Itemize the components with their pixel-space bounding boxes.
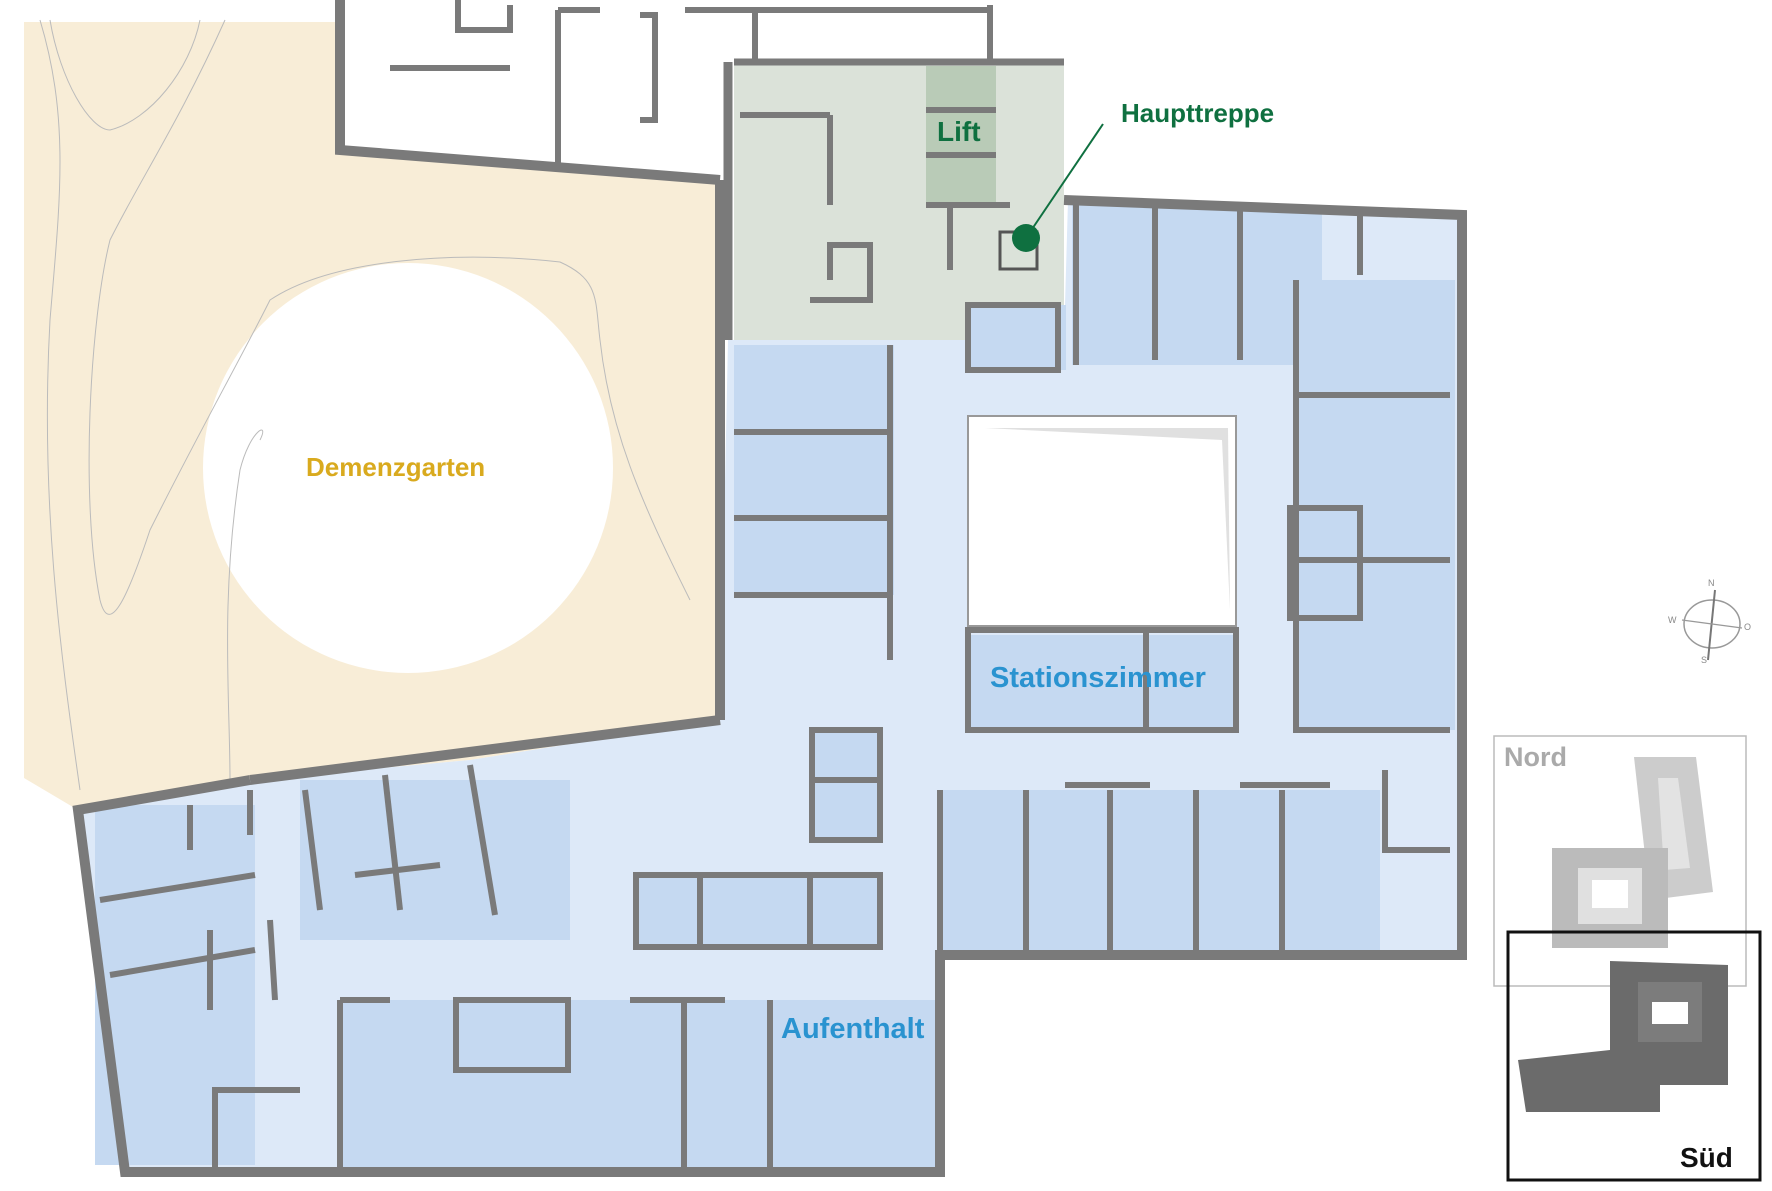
key-plan-sued-label: Süd [1680, 1142, 1733, 1173]
care-ward [72, 180, 1467, 1177]
existing-building [335, 0, 993, 185]
garden-area [24, 19, 720, 810]
core-area [723, 58, 1064, 340]
compass-n: N [1708, 578, 1715, 588]
label-lift: Lift [937, 116, 981, 147]
label-demenzgarten: Demenzgarten [306, 452, 486, 482]
compass-o: O [1744, 622, 1752, 632]
label-stationszimmer: Stationszimmer [990, 662, 1206, 694]
compass-s: S [1701, 655, 1708, 665]
main-stair-marker [1012, 123, 1104, 252]
key-plan [1493, 735, 1762, 1182]
compass-w: W [1668, 615, 1677, 625]
key-plan-nord-label: Nord [1504, 742, 1567, 772]
label-haupttreppe: Haupttreppe [1121, 98, 1275, 128]
compass-icon [1681, 589, 1743, 661]
label-aufenthalt: Aufenthalt [781, 1013, 925, 1045]
